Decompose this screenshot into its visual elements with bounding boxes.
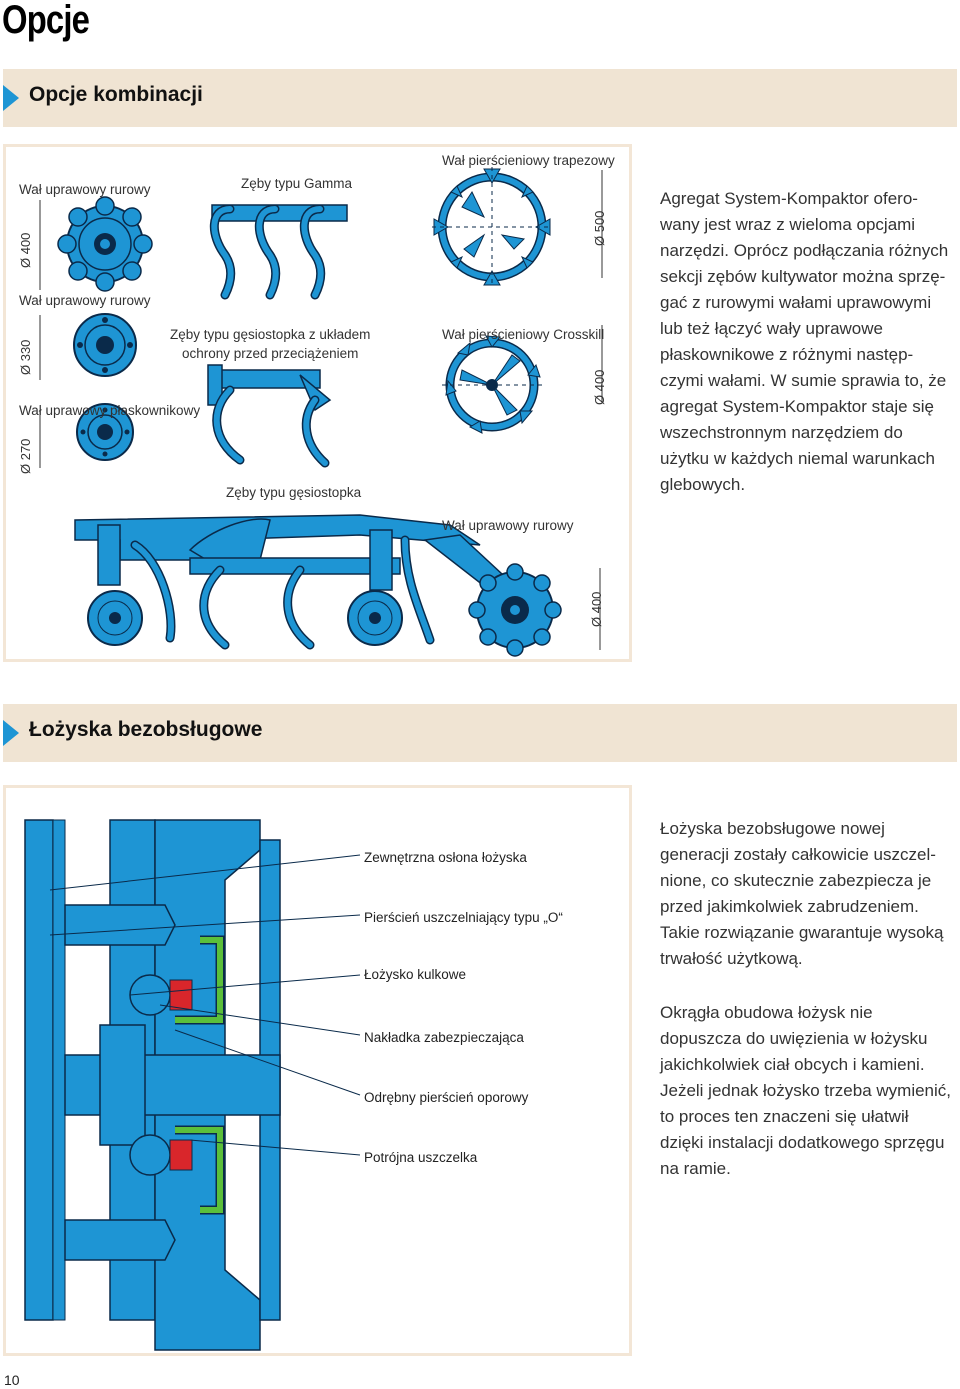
text-line: trwałość użytkową. [660,949,803,968]
machine-side-view-drawing [74,514,601,657]
page-number: 10 [4,1372,20,1388]
text-line: Agregat System-Kompaktor ofero- [660,189,918,208]
text-line: wszechstronnym narzędziem do [660,423,903,442]
text-line: Takie rozwiązanie gwarantuje wysoką [660,923,944,942]
text-line: sekcji zębów kultywator można sprzę- [660,267,946,286]
text-line: narzędzi. Oprócz podłączania różnych [660,241,949,260]
dimension-label: Ø 400 [589,591,604,627]
label-overload-tines-line1: Zęby typu gęsiostopka z układem [170,327,371,342]
text-line: płaskownikowe z różnymi następ- [660,345,914,364]
arrow-icon [3,720,19,746]
label-tube-roller-1: Wał uprawowy rurowy [19,182,151,197]
dimension-label: Ø 400 [592,369,607,405]
dimension-label: Ø 500 [592,210,607,246]
text-line: Jeżeli jednak łożysko trzeba wymienić, [660,1081,952,1100]
callout-protective-cap: Nakładka zabezpieczająca [364,1030,524,1045]
label-flat-bar-roller: Wał uprawowy płaskownikowy [19,403,201,418]
label-rear-tube-roller: Wał uprawowy rurowy [442,518,574,533]
text-line: wany jest wraz z wieloma opcjami [660,215,916,234]
text-line: użytku w każdych niemal warunkach [660,449,935,468]
text-line: Okrągła obudowa łożysk nie [660,1003,873,1022]
callout-outer-bearing-cover: Zewnętrzna osłona łożyska [364,850,527,865]
label-tube-roller-2: Wał uprawowy rurowy [19,293,151,308]
text-line: Łożyska bezobsługowe nowej [660,819,885,838]
dimension-label: Ø 330 [18,339,33,375]
dimension-label: Ø 270 [18,438,33,474]
tines-drawing [207,204,348,468]
label-gamma-tines: Zęby typu Gamma [241,176,353,191]
label-overload-tines-line2: ochrony przed przeciążeniem [182,346,359,361]
page-title: Opcje [2,0,90,42]
text-line: dzięki instalacji dodatkowego sprzęgu [660,1133,945,1152]
ring-rollers-drawing [432,167,603,434]
text-line: jakichkolwiek ciał obcych i kamieni. [660,1055,925,1074]
label-crosskill-ring-roller: Wał pierścieniowy Crosskill [442,327,605,342]
callout-triple-seal: Potrójna uszczelka [364,1150,478,1165]
section-heading: Opcje kombinacji [29,83,203,106]
combination-description: Agregat System-Kompaktor ofero- wany jes… [660,186,956,498]
text-line: dopuszcza do uwięzienia w łożysku [660,1029,928,1048]
text-line: nione, co skutecznie zabezpiecza je [660,871,932,890]
section-heading: Łożyska bezobsługowe [29,718,263,741]
section-header-maintenance-free-bearings: Łożyska bezobsługowe [3,704,957,762]
text-line: agregat System-Kompaktor staje się [660,397,935,416]
text-line: przed jakimkolwiek zabrudzeniem. [660,897,919,916]
text-line: gać z rurowymi wałami uprawowymi [660,293,932,312]
text-line: generacji zostały całkowicie uszczel- [660,845,936,864]
text-line: glebowych. [660,475,746,494]
text-line: lub też łączyć wały uprawowe [660,319,883,338]
roller-options-drawing [39,196,153,468]
text-line: to proces ten znaczeni się ułatwił [660,1107,909,1126]
section-header-combination-options: Opcje kombinacji [3,69,957,127]
text-line: na ramie. [660,1159,731,1178]
bearing-description-2: Okrągła obudowa łożysk nie dopuszcza do … [660,1000,956,1182]
callout-o-ring: Pierścień uszczelniający typu „O“ [364,910,563,925]
label-goose-foot-tines: Zęby typu gęsiostopka [226,485,362,500]
callout-ball-bearing: Łożysko kulkowe [364,967,467,982]
dimension-label: Ø 400 [18,232,33,268]
label-trapezoid-ring-roller: Wał pierścieniowy trapezowy [442,153,615,168]
bearing-cross-section-drawing [24,819,361,1351]
arrow-icon [3,85,19,111]
callout-thrust-ring: Odrębny pierścień oporowy [364,1090,529,1105]
bearing-description-1: Łożyska bezobsługowe nowej generacji zos… [660,816,956,972]
text-line: czymi wałami. W sumie sprawia to, że [660,371,947,390]
